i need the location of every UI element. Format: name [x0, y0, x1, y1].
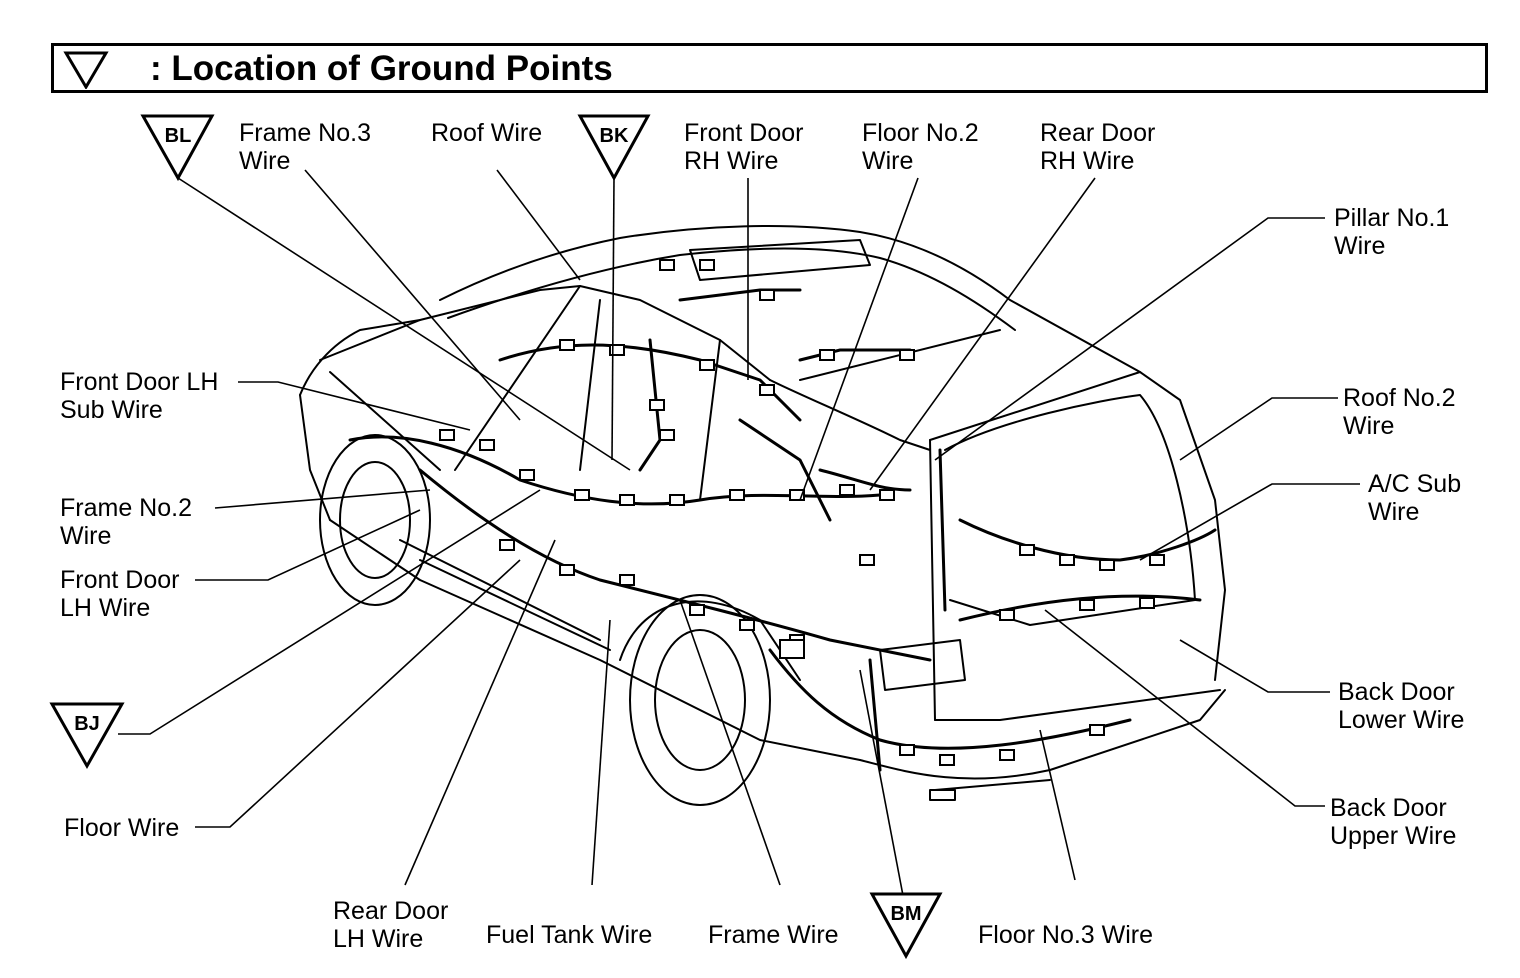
page-title: : Location of Ground Points: [150, 49, 613, 88]
label-floor-wire: Floor Wire: [64, 814, 180, 842]
ground-triangle-icon: [869, 892, 943, 960]
ground-point-bj: BJ: [49, 702, 125, 770]
ground-point-label: BL: [165, 125, 192, 147]
ground-triangle-icon: [49, 702, 125, 770]
label-roof-wire: Roof Wire: [431, 119, 543, 147]
ground-triangle-icon: [140, 114, 215, 182]
ground-point-label: BK: [600, 125, 629, 147]
label-frame-wire: Frame Wire: [708, 921, 839, 949]
ground-point-label: BJ: [74, 713, 100, 735]
title-box: : Location of Ground Points: [51, 43, 1488, 93]
connectors: [439, 259, 1165, 766]
ground-point-symbol-icon: [63, 51, 109, 89]
label-floor-no3-wire: Floor No.3 Wire: [978, 921, 1154, 949]
ground-point-bk: BK: [577, 114, 651, 182]
ground-point-bl: BL: [140, 114, 215, 182]
ground-triangle-icon: [577, 114, 651, 182]
ground-point-label: BM: [890, 903, 921, 925]
vehicle-outline: [299, 225, 1226, 806]
ground-point-bm: BM: [869, 892, 943, 960]
wiring-harness: [348, 288, 1217, 772]
label-fuel-tank-wire: Fuel Tank Wire: [486, 921, 653, 949]
leader-lines: [118, 169, 1360, 907]
